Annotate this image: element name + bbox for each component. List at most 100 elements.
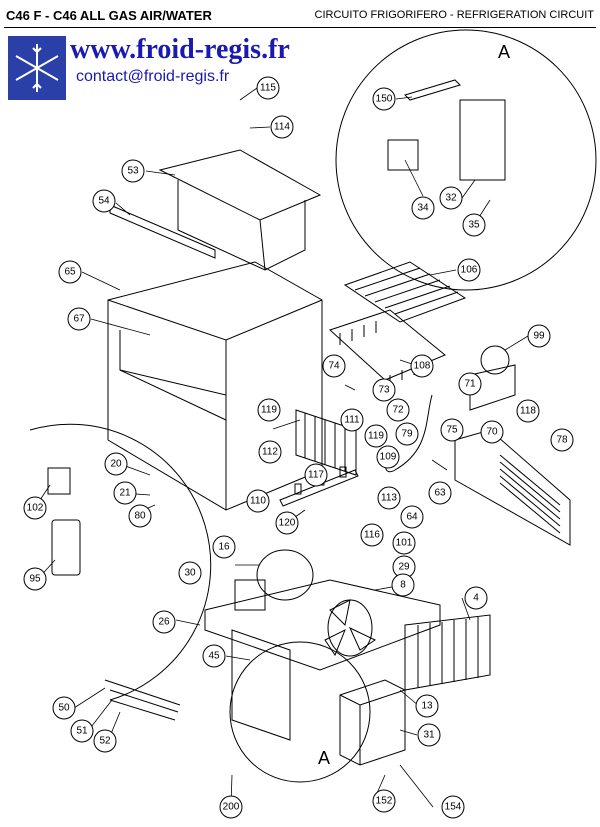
detail-label-bottom: A	[318, 748, 331, 768]
part-callout-99: 99	[527, 324, 551, 348]
part-number-label: 74	[328, 361, 340, 372]
part-number-label: 75	[446, 425, 458, 436]
part-number-label: 51	[76, 726, 88, 737]
part-callout-110: 110	[246, 489, 270, 513]
part-number-label: 154	[445, 802, 462, 813]
part-number-label: 20	[110, 459, 122, 470]
part-callout-21: 21	[113, 481, 137, 505]
part-callout-102: 102	[23, 496, 47, 520]
water-pump	[469, 345, 516, 411]
part-number-label: 26	[158, 617, 170, 628]
part-number-label: 73	[378, 385, 390, 396]
part-number-label: 78	[556, 435, 568, 446]
part-callout-109: 109	[376, 445, 400, 469]
part-callout-51: 51	[70, 719, 94, 743]
contact-email-link[interactable]: contact@froid-regis.fr	[76, 68, 230, 85]
front-grille	[454, 429, 571, 546]
part-callout-65: 65	[58, 260, 82, 284]
part-number-label: 32	[445, 193, 457, 204]
part-number-label: 70	[486, 427, 498, 438]
part-callout-4: 4	[464, 586, 488, 610]
part-number-label: 108	[414, 361, 431, 372]
condenser	[404, 614, 491, 691]
part-number-label: 112	[262, 447, 278, 458]
part-number-label: 8	[400, 580, 406, 591]
part-number-label: 116	[364, 530, 380, 541]
part-callout-114: 114	[270, 115, 294, 139]
electrical-box	[339, 679, 406, 766]
part-number-label: 52	[99, 736, 111, 747]
part-callout-152: 152	[372, 789, 396, 813]
part-number-label: 65	[64, 267, 76, 278]
part-number-label: 16	[218, 542, 230, 553]
part-callout-63: 63	[428, 481, 452, 505]
part-callout-113: 113	[377, 486, 401, 510]
document-title: C46 F - C46 ALL GAS AIR/WATER	[6, 8, 212, 23]
part-number-label: 79	[401, 429, 413, 440]
part-number-label: 30	[184, 568, 196, 579]
part-callout-31: 31	[417, 723, 441, 747]
part-callout-72: 72	[386, 398, 410, 422]
part-number-label: 120	[279, 518, 296, 529]
part-number-label: 119	[261, 405, 277, 416]
part-callout-79: 79	[395, 422, 419, 446]
part-callout-45: 45	[202, 644, 226, 668]
insulation-block	[51, 519, 81, 576]
part-number-label: 64	[406, 512, 418, 523]
part-number-label: 200	[223, 802, 240, 813]
part-number-label: 118	[520, 406, 536, 417]
bracket	[109, 204, 216, 259]
cabinet-body	[107, 261, 323, 511]
part-callout-34: 34	[411, 196, 435, 220]
evaporator	[343, 261, 467, 323]
part-callout-154: 154	[441, 795, 465, 819]
water-tank	[158, 149, 322, 271]
part-callout-35: 35	[462, 213, 486, 237]
snowflake-logo-icon	[8, 36, 66, 100]
part-callout-115: 115	[256, 76, 280, 100]
part-callout-54: 54	[92, 189, 116, 213]
part-number-label: 80	[134, 511, 146, 522]
part-number-label: 54	[98, 196, 110, 207]
part-callout-117: 117	[304, 463, 328, 487]
detail-a-circle-bottom	[229, 641, 371, 783]
part-callout-71: 71	[458, 372, 482, 396]
part-callout-20: 20	[104, 452, 128, 476]
part-number-label: 72	[392, 405, 404, 416]
part-callout-150: 150	[372, 87, 396, 111]
part-callout-52: 52	[93, 729, 117, 753]
part-callout-67: 67	[67, 307, 91, 331]
part-callout-73: 73	[372, 378, 396, 402]
part-number-label: 45	[208, 651, 220, 662]
part-callout-119: 119	[257, 398, 281, 422]
side-panel	[231, 629, 291, 741]
part-number-label: 152	[376, 796, 393, 807]
part-number-label: 150	[376, 94, 393, 105]
part-number-label: 110	[250, 496, 266, 507]
board-cable	[404, 79, 461, 101]
part-number-label: 31	[423, 730, 435, 741]
compressor-base	[204, 549, 441, 671]
part-callout-74: 74	[322, 354, 346, 378]
part-number-label: 95	[29, 574, 41, 585]
part-number-label: 119	[368, 431, 384, 442]
part-number-label: 99	[533, 331, 545, 342]
header-divider	[4, 27, 596, 28]
part-number-label: 117	[308, 470, 324, 481]
part-number-label: 21	[119, 488, 131, 499]
part-number-label: 111	[344, 415, 360, 426]
part-callout-120: 120	[275, 511, 299, 535]
part-number-label: 63	[434, 488, 446, 499]
part-callout-95: 95	[23, 567, 47, 591]
part-number-label: 106	[461, 265, 478, 276]
spray-panel	[295, 409, 357, 476]
website-link[interactable]: www.froid-regis.fr	[70, 34, 290, 65]
part-callout-101: 101	[392, 531, 416, 555]
heater-rods	[104, 679, 181, 721]
transformer	[387, 139, 419, 171]
part-number-label: 53	[127, 166, 139, 177]
part-callout-80: 80	[128, 504, 152, 528]
part-callout-116: 116	[360, 523, 384, 547]
part-callout-111: 111	[340, 408, 364, 432]
